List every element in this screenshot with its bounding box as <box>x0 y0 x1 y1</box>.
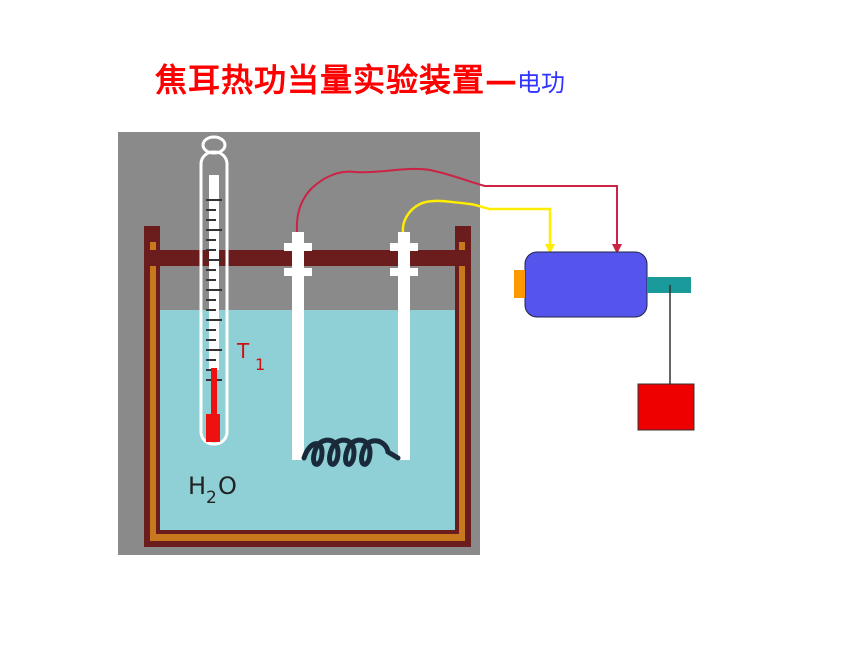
title-subtitle: 电功 <box>517 69 566 97</box>
electrode-right <box>390 232 418 460</box>
thermometer-label: T <box>236 339 250 363</box>
generator-left-terminal <box>514 270 525 298</box>
hanging-weight <box>637 383 695 431</box>
container-lid <box>144 250 471 266</box>
water-label-subscript: 2 <box>206 488 217 508</box>
thermometer-label-subscript: 1 <box>255 355 265 374</box>
wire-yellow-arrow <box>545 244 555 254</box>
thermometer-bulb <box>206 414 220 442</box>
water-label-o: O <box>218 472 237 500</box>
slide-title: 焦耳热功当量实验装置—电功 <box>155 55 565 101</box>
electrode-left <box>284 232 312 460</box>
title-main: 焦耳热功当量实验装置 <box>155 61 486 99</box>
wire-red-arrow <box>612 244 622 254</box>
water-label-h: H <box>188 472 206 500</box>
wire-yellow <box>401 199 552 252</box>
thermometer-mercury <box>211 368 217 418</box>
wire-red <box>295 167 618 252</box>
title-dash: — <box>485 61 518 99</box>
generator-body <box>524 251 648 318</box>
generator-shaft <box>647 277 691 293</box>
thermometer <box>199 135 229 446</box>
heating-coil <box>301 437 401 467</box>
